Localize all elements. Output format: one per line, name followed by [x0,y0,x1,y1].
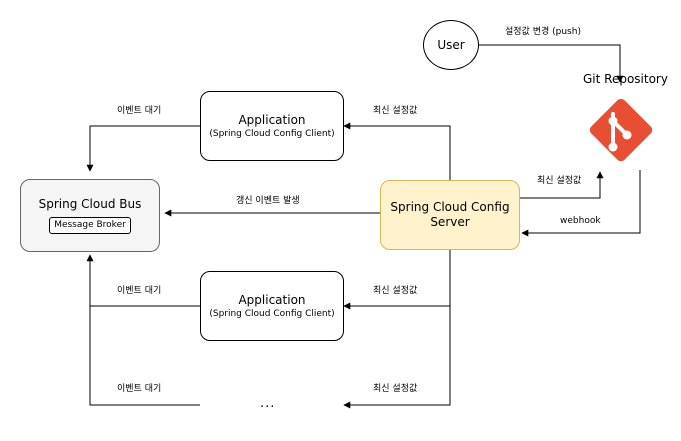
label-event-wait-bottom: 이벤트 대기 [117,384,162,394]
edge-git-webhook-to-server [521,170,641,237]
label-latest-config-git: 최신 설정값 [537,176,582,186]
label-event-wait-middle: 이벤트 대기 [117,286,162,296]
config-server-title-line2: Server [430,215,470,229]
label-latest-config-middle: 최신 설정값 [373,286,418,296]
spring-cloud-bus-node: Spring Cloud Bus Message Broker [20,179,160,252]
application-title: Application [238,112,306,127]
label-webhook: webhook [560,216,601,226]
edge-app-top-to-bus [86,125,200,172]
more-applications-ellipsis: ... [260,396,276,411]
user-node: User [423,20,479,70]
edge-server-to-ellipsis [343,306,451,409]
application-title: Application [238,292,306,307]
config-server-title-line1: Spring Cloud Config [390,200,510,214]
label-refresh-event: 갱신 이벤트 발생 [236,196,300,206]
application-subtitle: (Spring Cloud Config Client) [209,128,335,139]
config-server-node: Spring Cloud Config Server [380,180,520,250]
edge-ellipsis-to-bus [86,254,200,406]
edge-user-to-git [479,44,624,83]
label-latest-config-top: 최신 설정값 [373,106,418,116]
spring-cloud-bus-title: Spring Cloud Bus [38,197,142,211]
label-event-wait-top: 이벤트 대기 [117,106,162,116]
git-repository-label: Git Repository [583,72,668,86]
git-logo-icon [589,98,653,162]
label-user-push: 설정값 변경 (push) [505,27,581,37]
message-broker-node: Message Broker [49,217,131,234]
label-latest-config-bottom: 최신 설정값 [373,384,418,394]
edge-server-to-app-top [343,122,451,180]
edge-server-to-git [520,171,604,199]
application-subtitle: (Spring Cloud Config Client) [209,308,335,319]
application-top-node: Application (Spring Cloud Config Client) [200,91,344,161]
edge-server-to-app-middle [343,250,451,310]
application-middle-node: Application (Spring Cloud Config Client) [200,271,344,341]
